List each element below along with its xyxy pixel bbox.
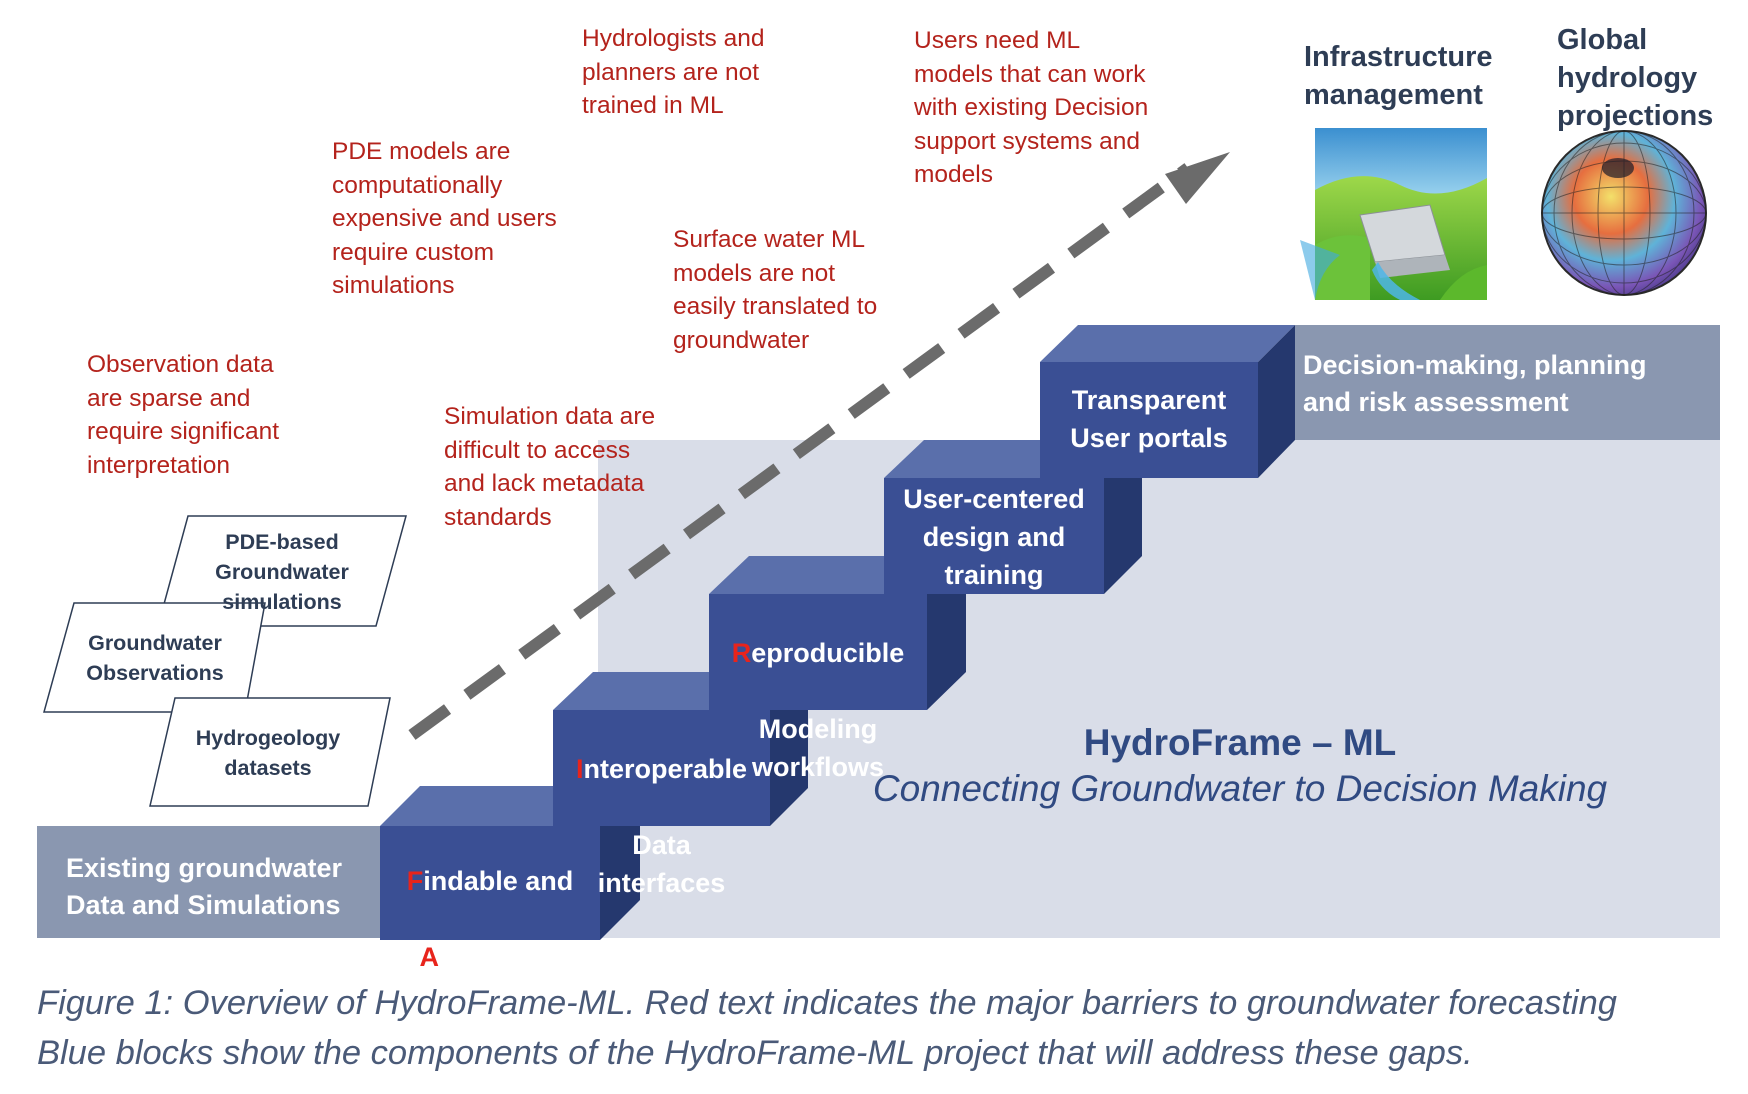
step-block-transparent [1040,325,1295,478]
dam-illustration-icon [1300,128,1487,300]
hydrogeology-datasets-box [149,697,391,807]
progress-arrow [408,152,1230,740]
existing-data-band [37,826,382,938]
barrier-users-need: Users need ML models that can work with … [914,27,1149,188]
pde-simulations-label: PDE-based Groundwater simulations [215,530,349,614]
globe-icon [1541,130,1707,296]
step-label-findable: Findable and Accessible Datasets [406,866,574,1048]
step-label-transparent: Transparent User portals [1070,385,1228,453]
barrier-surface-water: Surface water ML models are not easily t… [673,226,878,354]
groundwater-observations-label: Groundwater Observations [86,631,224,685]
decision-band [1295,325,1720,440]
step-label-reproducible: Reproducible Modeling workflows [731,638,905,782]
barrier-pde-models: PDE models are computationally expensive… [332,138,557,299]
project-subtitle: Connecting Groundwater to Decision Makin… [872,768,1608,809]
decision-making-label: Decision-making, planning and risk asses… [1303,350,1647,417]
project-title: HydroFrame – ML [1083,722,1397,763]
barrier-simulation-data: Simulation data are difficult to access … [444,403,656,531]
hydrogeology-datasets-label: Hydrogeology datasets [195,726,341,780]
barrier-observation-data: Observation data are sparse and require … [87,351,280,479]
pde-simulations-box [157,515,407,627]
existing-data-label: Existing groundwater Data and Simulation… [66,853,343,920]
step-label-user-centered: User-centered design and training [903,484,1085,590]
global-hydrology-label: Global hydrology projections [1557,24,1714,132]
infrastructure-management-label: Infrastructure management [1304,41,1493,111]
barrier-hydrologists: Hydrologists and planners are not traine… [582,25,765,119]
step-label-interoperable: Interoperable Data interfaces [575,754,748,898]
figure-caption: Figure 1: Overview of HydroFrame-ML. Red… [37,984,1617,1072]
step-block-user-centered [884,440,1142,594]
